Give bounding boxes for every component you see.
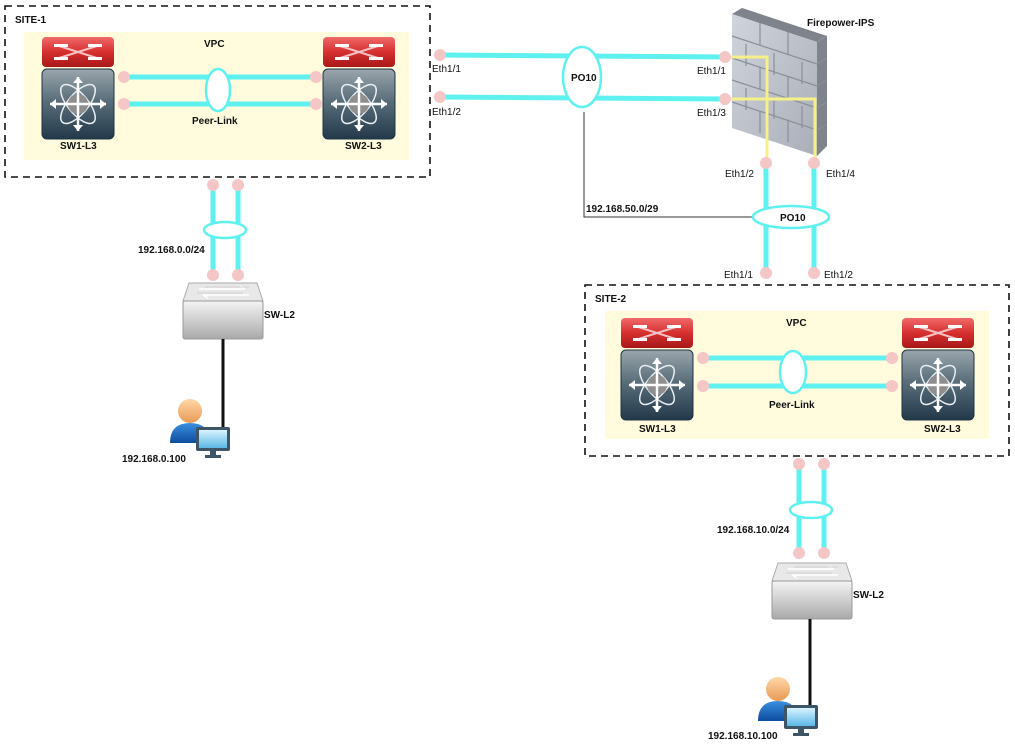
fw-port-label: Eth1/4 (826, 169, 855, 180)
ips-internal-path-2 (730, 97, 817, 160)
site-2-sw2-l3-icon[interactable] (900, 316, 976, 422)
fw-port-eth1-2 (760, 157, 772, 169)
site-2-sw-l2-label: SW-L2 (853, 590, 884, 601)
firewall-label: Firepower-IPS (807, 18, 875, 29)
site-2-port (818, 547, 830, 559)
site-2-peer-link-bundle (778, 349, 808, 395)
port-label: Eth1/1 (724, 270, 753, 281)
fw-port-eth1-1 (719, 51, 731, 63)
site-1-sw2-l3-icon[interactable] (321, 35, 397, 141)
fw-port-eth1-3 (719, 93, 731, 105)
site-2-port (793, 458, 805, 470)
site-1-host-icon[interactable] (170, 399, 230, 458)
firewall-icon[interactable] (731, 7, 828, 157)
site-1-port (207, 179, 219, 191)
port-eth1-2 (434, 91, 446, 103)
site-2-sw-l2-icon[interactable] (771, 562, 853, 620)
site-2-port (818, 458, 830, 470)
site-1-sw1-label: SW1-L3 (60, 141, 97, 152)
site-1-port (207, 269, 219, 281)
site-1-host-ip: 192.168.0.100 (122, 454, 186, 465)
site-2-boundary (584, 284, 1010, 457)
site-2-port-eth1-2 (808, 267, 820, 279)
transit-link (583, 112, 752, 218)
site-1-downlink-bundle (202, 220, 248, 240)
site-1-peer-link-label: Peer-Link (192, 116, 238, 127)
site-2-title: SITE-2 (595, 294, 627, 305)
site-1-port (118, 98, 130, 110)
core-links: 192.168.50.0/29 Firepower-IPS PO10 Eth1/… (432, 7, 875, 281)
site-1-sw2-label: SW2-L3 (345, 141, 382, 152)
site-1-port (118, 71, 130, 83)
site-2-port (697, 352, 709, 364)
site-2-vpc-label: VPC (786, 318, 807, 329)
site-2-sw2-label: SW2-L3 (924, 424, 961, 435)
site-1-port (310, 71, 322, 83)
site-2-port (886, 352, 898, 364)
fw-port-label: Eth1/1 (697, 66, 726, 77)
port-label: Eth1/1 (432, 64, 461, 75)
site-1-sw1-l3-icon[interactable] (40, 35, 116, 141)
po10-top-label: PO10 (571, 73, 597, 84)
site-1-port (232, 179, 244, 191)
site-2-sw1-l3-icon[interactable] (619, 316, 695, 422)
site-1-vpc-label: VPC (204, 39, 225, 50)
site-1-sw-l2-label: SW-L2 (264, 310, 295, 321)
ips-internal-path-1 (730, 55, 769, 160)
port-eth1-1 (434, 49, 446, 61)
po10-top-bundle (561, 45, 603, 109)
site-2-downlink-bundle (788, 500, 834, 520)
fw-port-eth1-4 (808, 157, 820, 169)
site-2-port-eth1-1 (760, 267, 772, 279)
fw-port-label: Eth1/3 (697, 108, 726, 119)
site-1-boundary (4, 5, 431, 178)
site-1-port (310, 98, 322, 110)
site-1-sw-l2-icon[interactable] (182, 282, 264, 340)
site-2-peer-link-label: Peer-Link (769, 400, 815, 411)
site-2-subnet-label: 192.168.10.0/24 (717, 525, 790, 536)
site-2-sw1-label: SW1-L3 (639, 424, 676, 435)
po10-bottom-bundle (751, 204, 831, 230)
transit-subnet-label: 192.168.50.0/29 (586, 204, 659, 215)
port-label: Eth1/2 (824, 270, 853, 281)
site-1-subnet-label: 192.168.0.0/24 (138, 245, 205, 256)
site-2: SITE-2 VPC Peer-Link SW1-L3 SW2-L3 192.1… (584, 284, 1010, 742)
fw-port-label: Eth1/2 (725, 169, 754, 180)
site-2-host-ip: 192.168.10.100 (708, 731, 778, 742)
site-2-port (886, 380, 898, 392)
site-2-port (793, 547, 805, 559)
site-1: SITE-1 VPC Peer-Link SW1-L3 SW2-L3 192.1… (4, 5, 431, 465)
site-2-port (697, 380, 709, 392)
site-1-peer-link-bundle (204, 67, 232, 113)
site-1-port (232, 269, 244, 281)
port-label: Eth1/2 (432, 107, 461, 118)
site-1-title: SITE-1 (15, 15, 47, 26)
po10-bottom-label: PO10 (780, 213, 806, 224)
